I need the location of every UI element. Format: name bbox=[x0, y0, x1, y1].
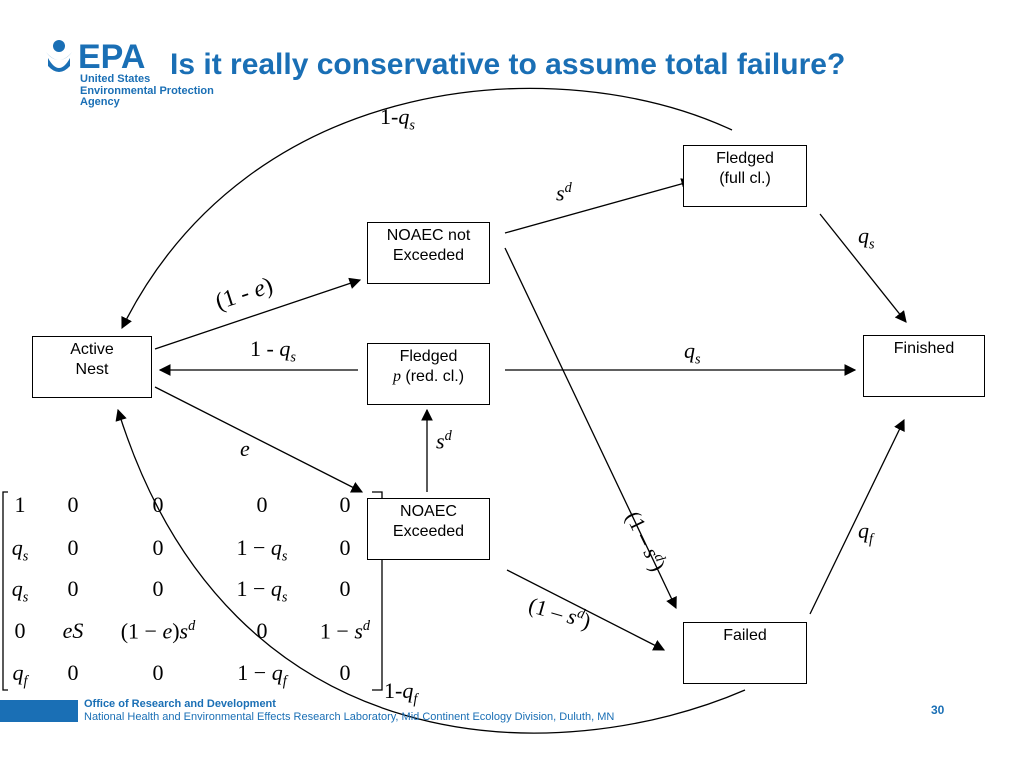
matrix-cell: 0 bbox=[339, 576, 351, 601]
matrix-cell: 0 bbox=[256, 492, 268, 517]
matrix-cell: 1 − qf bbox=[237, 660, 287, 690]
matrix-cell: 0 bbox=[14, 618, 26, 643]
matrix-cell: 0 bbox=[67, 576, 79, 601]
edge-bottom-arc bbox=[115, 408, 746, 734]
node-finished: Finished bbox=[863, 335, 985, 397]
page-number: 30 bbox=[931, 703, 945, 717]
label-failed-to-finished: qf bbox=[858, 518, 873, 548]
edge-top-arc bbox=[121, 87, 733, 330]
matrix-cell: (1 − e)sd bbox=[120, 618, 196, 644]
agency-line-3: Agency bbox=[80, 96, 120, 108]
label-not-exceeded-to-fledged-full: sd bbox=[556, 180, 572, 206]
footer-accent-bar bbox=[0, 700, 78, 722]
matrix-cell: 1 − sd bbox=[319, 618, 371, 644]
agency-line-2: Environmental Protection bbox=[80, 85, 214, 97]
matrix-cell: 0 bbox=[339, 660, 351, 685]
matrix-cell: qs bbox=[11, 576, 29, 606]
matrix-cell: 1 − qs bbox=[236, 576, 288, 606]
edge-failed-to-finished bbox=[809, 418, 905, 615]
label-fledged-red-to-finished: qs bbox=[684, 338, 701, 368]
label-nest-to-exceeded: e bbox=[240, 436, 250, 461]
node-fledged-full: Fledged(full cl.) bbox=[683, 145, 807, 207]
matrix-cell: 0 bbox=[67, 535, 79, 560]
footer-lab: National Health and Environmental Effect… bbox=[84, 711, 615, 723]
matrix-cell: qs bbox=[11, 535, 29, 565]
matrix-cell: 0 bbox=[152, 535, 164, 560]
edge-fledged-full-to-finished bbox=[819, 213, 907, 323]
matrix-cell: 0 bbox=[339, 535, 351, 560]
matrix-right-bracket bbox=[372, 491, 383, 691]
matrix-cell: eS bbox=[62, 618, 84, 643]
edge-exceeded-to-failed bbox=[506, 569, 666, 651]
label-exceeded-to-fledged-red: sd bbox=[436, 428, 452, 454]
label-fledged-red-to-nest: 1 - qs bbox=[250, 336, 296, 366]
matrix-cell: 0 bbox=[152, 660, 164, 685]
matrix-cell: 0 bbox=[67, 492, 79, 517]
matrix-left-bracket bbox=[2, 491, 8, 691]
matrix-cell: 1 bbox=[14, 492, 26, 517]
node-failed: Failed bbox=[683, 622, 807, 684]
edge-not-exceeded-to-failed bbox=[504, 247, 677, 610]
epa-flower-icon bbox=[46, 40, 72, 72]
node-fledged-reduced: Fledged p (red. cl.) bbox=[367, 343, 490, 405]
agency-line-1: United States bbox=[80, 73, 151, 85]
matrix-cell: 0 bbox=[152, 576, 164, 601]
matrix-cell: 0 bbox=[339, 492, 351, 517]
label-top-arc: 1-qs bbox=[380, 104, 415, 134]
matrix-cell: 1 − qs bbox=[236, 535, 288, 565]
label-fledged-full-to-finished: qs bbox=[858, 223, 875, 253]
label-bottom-arc: 1-qf bbox=[384, 678, 418, 708]
epa-wordmark: EPA bbox=[78, 38, 145, 76]
matrix-cell: 0 bbox=[67, 660, 79, 685]
matrix-cell: 0 bbox=[152, 492, 164, 517]
footer-office: Office of Research and Development bbox=[84, 698, 276, 710]
edge-nest-to-not-exceeded bbox=[154, 277, 362, 350]
edge-not-exceeded-to-fledged-full bbox=[504, 178, 694, 234]
matrix-cell: 0 bbox=[256, 618, 268, 643]
epa-logo: EPA bbox=[46, 38, 145, 76]
slide-title: Is it really conservative to assume tota… bbox=[170, 48, 846, 81]
matrix-cell: qf bbox=[12, 660, 28, 690]
edge-nest-to-exceeded bbox=[154, 386, 364, 493]
